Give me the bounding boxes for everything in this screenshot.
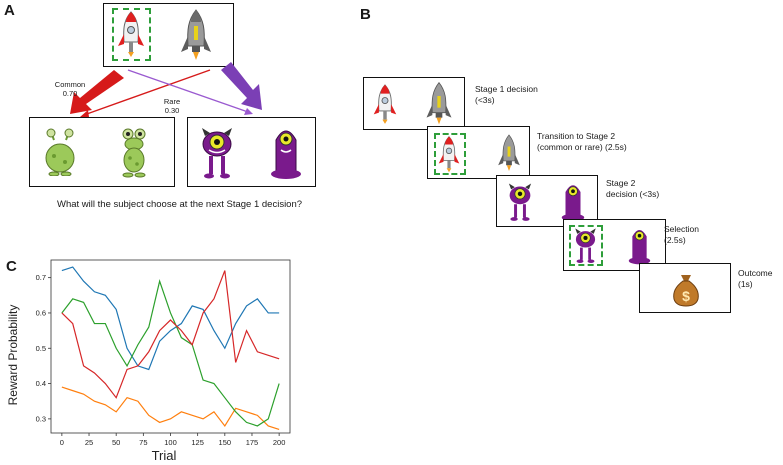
step3-label: Stage 2 decision (<3s)	[606, 178, 659, 200]
panel-label-a: A	[4, 2, 15, 19]
stage2-green-box	[29, 117, 175, 187]
alien-green-icon	[45, 128, 75, 176]
panel-label-c: C	[6, 258, 17, 275]
stage2-purple-box	[187, 117, 316, 187]
alien-purple-horned-icon	[202, 128, 232, 179]
y-tick-label: 0.3	[36, 414, 46, 423]
y-tick-label: 0.4	[36, 379, 46, 388]
rare-prob-text: 0.30	[164, 106, 180, 115]
rocket-gray-icon	[498, 134, 520, 172]
common-arrow-red	[70, 70, 124, 114]
selection-highlight	[434, 133, 466, 175]
y-tick-label: 0.7	[36, 273, 46, 282]
money-bag-icon: $	[673, 275, 699, 307]
step2-line1: Transition to Stage 2	[537, 131, 616, 141]
alien-purple-cyclops-icon	[628, 230, 651, 265]
chart-ylabel: Reward Probability	[6, 305, 20, 406]
x-tick-label: 125	[191, 438, 204, 447]
alien-purple-cyclops-icon	[561, 185, 585, 222]
rare-label-text: Rare	[163, 97, 181, 106]
step1-label: Stage 1 decision (<3s)	[475, 84, 538, 106]
step5-label: Outcome (1s)	[738, 268, 773, 290]
step5-line1: Outcome	[738, 268, 773, 278]
step2-line2: (common or rare) (2.5s)	[537, 142, 627, 152]
alien-purple-cyclops-icon	[271, 130, 301, 179]
y-tick-label: 0.5	[36, 344, 46, 353]
rocket-gray-icon	[426, 81, 452, 125]
transition-arrows	[70, 62, 262, 117]
x-tick-label: 200	[273, 438, 286, 447]
alien-purple-horned-icon	[575, 228, 596, 263]
rare-label: Rare 0.30	[152, 97, 192, 115]
series-line-0	[61, 266, 280, 371]
x-tick-label: 175	[246, 438, 259, 447]
x-tick-label: 150	[219, 438, 232, 447]
stage1-box	[103, 3, 234, 67]
rare-arrow-red	[83, 69, 211, 116]
svg-text:$: $	[682, 288, 690, 304]
rocket-red-icon	[438, 135, 460, 173]
chart-series	[61, 266, 280, 431]
series-line-3	[61, 270, 280, 399]
alien-green-2-icon	[122, 128, 146, 178]
rocket-gray-icon	[181, 9, 211, 60]
step1-box	[363, 77, 465, 130]
step4-line1: Selection	[664, 224, 699, 234]
common-prob-text: 0.70	[62, 89, 78, 98]
common-label: Common 0.70	[50, 80, 90, 98]
selection-highlight	[569, 225, 603, 266]
series-line-1	[61, 386, 280, 431]
panel-a-question: What will the subject choose at the next…	[57, 199, 303, 210]
step1-line2: (<3s)	[475, 95, 495, 105]
step4-box	[563, 219, 666, 271]
step5-box: $	[639, 263, 731, 313]
selection-highlight	[112, 8, 151, 61]
x-tick-label: 50	[112, 438, 120, 447]
y-tick-label: 0.6	[36, 308, 46, 317]
alien-purple-horned-icon	[508, 183, 532, 221]
chart-xlabel: Trial	[152, 448, 177, 463]
common-arrow-purple	[221, 62, 262, 110]
x-tick-label: 100	[164, 438, 177, 447]
rocket-red-icon	[118, 11, 144, 57]
x-tick-label: 25	[85, 438, 93, 447]
reward-probability-chart: 0 25 50 75 100 125 150 175 200 0.3 0.4 0.5 0.6 0.7 Tr…	[6, 259, 291, 463]
step3-line2: decision (<3s)	[606, 189, 660, 199]
step4-line2: (2.5s)	[664, 235, 686, 245]
rare-arrow-purple	[127, 69, 249, 113]
step3-line1: Stage 2	[606, 178, 636, 188]
step1-line1: Stage 1 decision	[475, 84, 538, 94]
step5-line2: (1s)	[738, 279, 753, 289]
step2-label: Transition to Stage 2 (common or rare) (…	[537, 131, 627, 153]
panel-label-b: B	[360, 6, 371, 23]
step4-label: Selection (2.5s)	[664, 224, 699, 246]
step3-box	[496, 175, 598, 227]
step2-box	[427, 126, 530, 179]
chart-ticks: 0 25 50 75 100 125 150 175 200 0.3 0.4 0.5 0.6 0.7	[36, 273, 286, 447]
rocket-red-icon	[373, 84, 397, 124]
x-tick-label: 0	[60, 438, 64, 447]
x-tick-label: 75	[139, 438, 147, 447]
series-line-2	[61, 279, 280, 427]
common-label-text: Common	[54, 80, 86, 89]
